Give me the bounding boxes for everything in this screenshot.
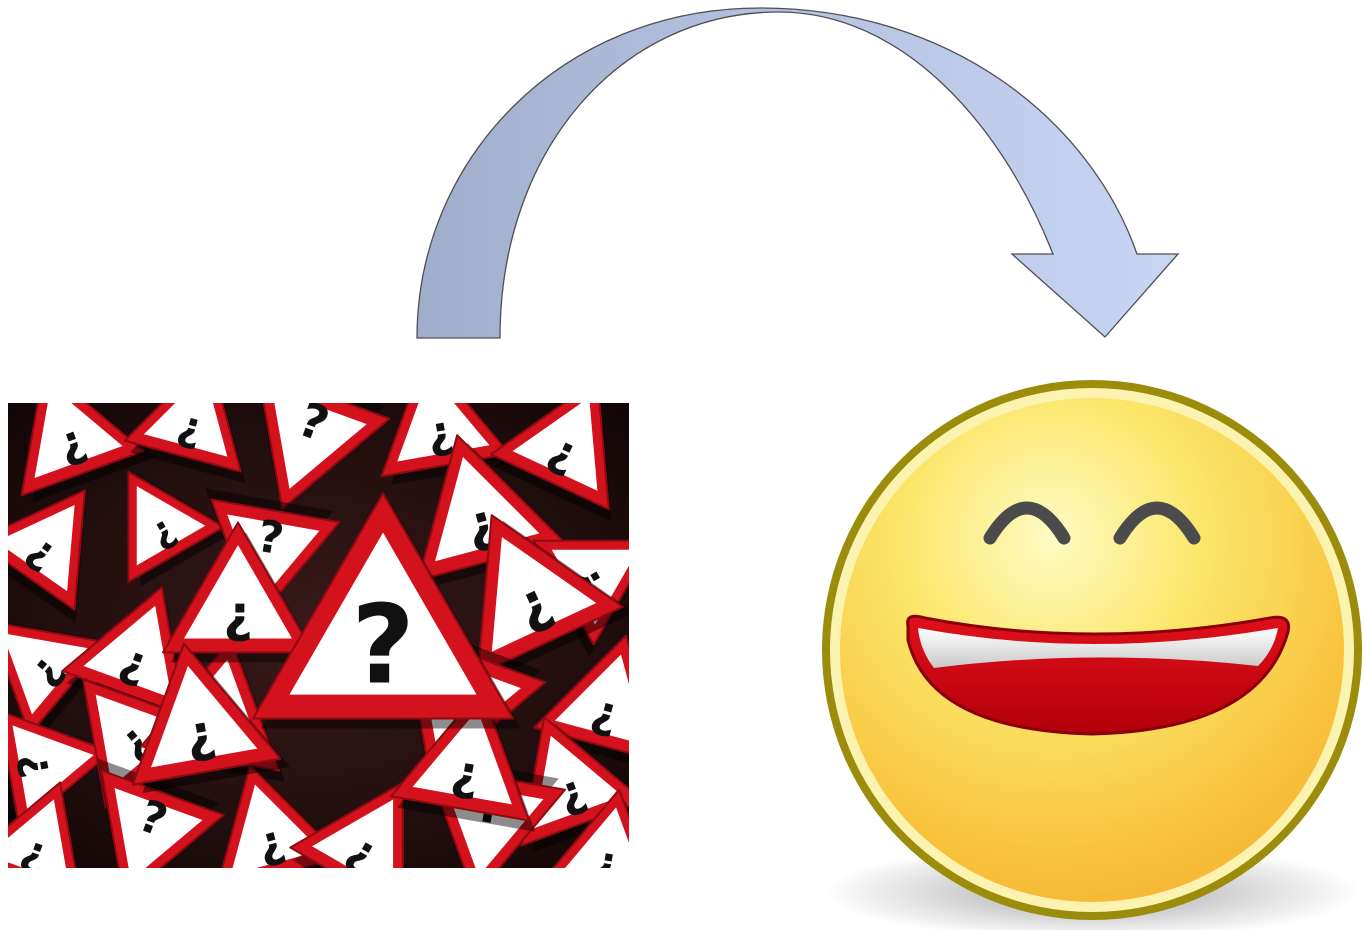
question-signs-image: ¿¿¿¿¿¿¿¿¿¿¿¿¿¿¿¿¿¿¿¿¿¿¿¿¿¿¿¿? [8, 403, 629, 868]
question-glyph: ? [351, 582, 414, 709]
arrow-body [417, 8, 1178, 338]
question-warning-signs-icon: ¿¿¿¿¿¿¿¿¿¿¿¿¿¿¿¿¿¿¿¿¿¿¿¿¿¿¿¿? [8, 403, 629, 868]
question-glyph: ¿ [223, 586, 253, 645]
